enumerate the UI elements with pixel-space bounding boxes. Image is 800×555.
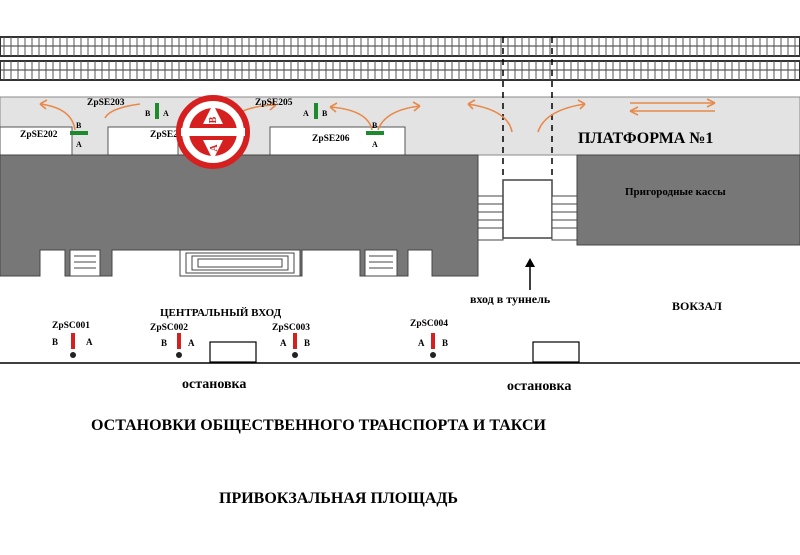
transport-title: ОСТАНОВКИ ОБЩЕСТВЕННОГО ТРАНСПОРТА И ТАК… [91,417,547,434]
station-label: ВОКЗАЛ [672,299,722,313]
svg-text:A: A [209,144,220,152]
sensor-zpse204-label: ZpSE204 [150,130,188,140]
sensor-zpsc002: ZpSC002 B A [150,323,195,358]
bus-stop-left [209,341,257,363]
stop-label-left: остановка [182,377,246,392]
svg-text:B: B [322,109,328,118]
svg-text:A: A [303,109,309,118]
svg-text:A: A [280,338,287,348]
svg-text:B: B [161,338,167,348]
svg-text:B: B [145,109,151,118]
sensor-zpse204: ZpSE204 [150,130,188,140]
svg-text:A: A [163,109,169,118]
sensor-zpsc001: ZpSC001 B A [52,321,93,358]
svg-text:B: B [304,338,310,348]
station-building [0,154,479,277]
sensor-zpse202: ZpSE202 B A [20,121,88,149]
stairs-left [69,249,101,277]
svg-text:B: B [208,116,219,123]
svg-text:A: A [86,337,93,347]
svg-text:A: A [372,140,378,149]
kiosk-label: Пригородные кассы [625,186,726,198]
platform-title: ПЛАТФОРМА №1 [578,130,713,147]
kiosk-building [576,154,800,246]
tunnel-entry-arrow [525,258,535,290]
sensor-zpsc004-label: ZpSC004 [410,319,448,329]
stop-label-right: остановка [507,379,571,394]
square-title: ПРИВОКЗАЛЬНАЯ ПЛОЩАДЬ [219,490,458,507]
railway-tracks [0,36,800,81]
sensor-zpse206: ZpSE206 B A [312,121,384,149]
svg-text:B: B [76,121,82,130]
metro-logo: B A [176,95,250,169]
tunnel-entrance-label: вход в туннель [470,292,551,306]
sensor-zpse205-label: ZpSE205 [255,98,293,108]
stairs-center [179,249,301,277]
sensor-zpse203-label: ZpSE203 [87,98,125,108]
sensor-zpsc001-label: ZpSC001 [52,321,90,331]
central-entrance-label: ЦЕНТРАЛЬНЫЙ ВХОД [160,307,282,319]
sensor-zpsc002-label: ZpSC002 [150,323,188,333]
tunnel [477,37,578,241]
svg-text:A: A [188,338,195,348]
sensor-zpse205: ZpSE205 A B [255,98,328,119]
flow-arrows [39,98,716,133]
sensor-zpse202-label: ZpSE202 [20,130,58,140]
sensor-zpsc003-label: ZpSC003 [272,323,310,333]
sensor-zpse206-label: ZpSE206 [312,134,350,144]
bus-stop-right [532,341,580,363]
svg-text:A: A [418,338,425,348]
svg-text:B: B [442,338,448,348]
svg-text:A: A [76,140,82,149]
svg-text:B: B [52,337,58,347]
sensor-zpsc003: ZpSC003 A B [272,323,310,358]
sensor-zpsc004: ZpSC004 A B [410,319,448,358]
stairs-right [364,249,398,277]
sensor-zpse203: ZpSE203 B A [87,98,169,119]
svg-text:B: B [372,121,378,130]
